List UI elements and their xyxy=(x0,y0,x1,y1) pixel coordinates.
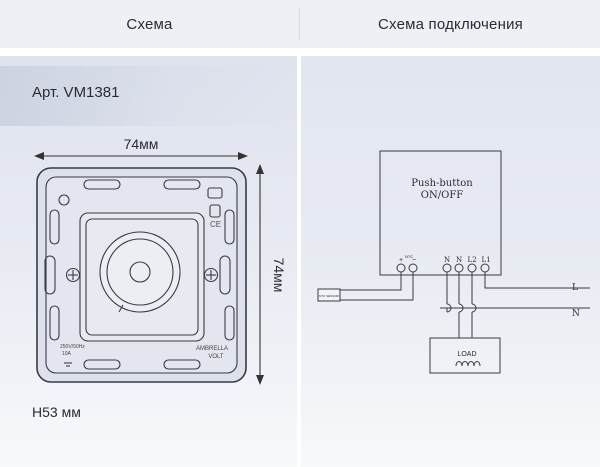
slot-bottom-right xyxy=(163,359,201,370)
wiring-tab-title: Схема подключения xyxy=(378,15,523,33)
terminal-n2 xyxy=(454,263,464,273)
terminal-n1 xyxy=(442,263,452,273)
mount-hole-icon xyxy=(58,194,70,206)
switch-box-line1: Push-button xyxy=(411,178,473,189)
ntc-plus-terminal xyxy=(396,263,406,273)
dimmer-knob xyxy=(99,231,181,313)
ntc-plus-label: + xyxy=(399,257,403,264)
depth-label: H53 мм xyxy=(32,404,81,420)
height-arrow-top xyxy=(256,164,264,174)
slot-right-bottom xyxy=(224,305,235,341)
wiring-panel xyxy=(301,56,600,467)
dimmer-knob-center xyxy=(129,261,151,283)
terminal-l2 xyxy=(467,263,477,273)
slot-top-right xyxy=(163,179,201,190)
slot-mid-left xyxy=(44,255,56,295)
ntc-sensor xyxy=(317,288,341,302)
coil-icon xyxy=(455,361,481,367)
switch-box xyxy=(379,150,502,276)
slot-top-left xyxy=(83,179,121,190)
rating-line1: 250V/50Hz xyxy=(60,344,85,350)
ce-mark: CE xyxy=(210,220,221,229)
terminal-label-l1: L1 xyxy=(481,256,490,264)
terminal-l1 xyxy=(480,263,490,273)
line-n-label: N xyxy=(572,309,580,319)
rating-line2: 10A xyxy=(62,351,72,357)
terminal-label-n1: N xyxy=(444,256,450,264)
article-band xyxy=(0,66,297,126)
slot-mid-right xyxy=(219,255,231,295)
load-label: LOAD xyxy=(457,351,476,358)
switch-box-line2: ON/OFF xyxy=(421,190,463,201)
terminal-label-n2: N xyxy=(456,256,462,264)
terminal-label-l2: L2 xyxy=(467,256,476,264)
slot-bottom-left xyxy=(83,359,121,370)
ntc-minus-terminal xyxy=(408,263,418,273)
ntc-sensor-label: NTC SENSOR xyxy=(319,294,340,298)
dimmer-knob-ring xyxy=(106,238,174,306)
brand-line1: AMBRELLA xyxy=(196,346,228,352)
slot-left-bottom xyxy=(49,305,60,341)
height-arrow-bottom xyxy=(256,375,264,385)
load-box xyxy=(429,337,501,374)
scheme-tab-title: Схема xyxy=(126,15,173,33)
ntc-label: NTC xyxy=(405,254,413,259)
ntc-minus-label: − xyxy=(412,257,416,264)
brand-line2: VOLT xyxy=(208,354,224,360)
header-divider xyxy=(299,8,300,40)
header-bar: Схема Схема подключения xyxy=(0,0,600,48)
line-l-label: L xyxy=(572,283,578,293)
width-label: 74мм xyxy=(124,136,159,152)
width-arrow-right xyxy=(238,152,248,160)
slot-right-top xyxy=(224,209,235,245)
height-label: 74мм xyxy=(271,258,287,293)
mechanism-inner xyxy=(85,218,199,336)
width-arrow-left xyxy=(34,152,44,160)
slot-left-top xyxy=(49,209,60,245)
article-label: Арт. VM1381 xyxy=(32,84,120,101)
